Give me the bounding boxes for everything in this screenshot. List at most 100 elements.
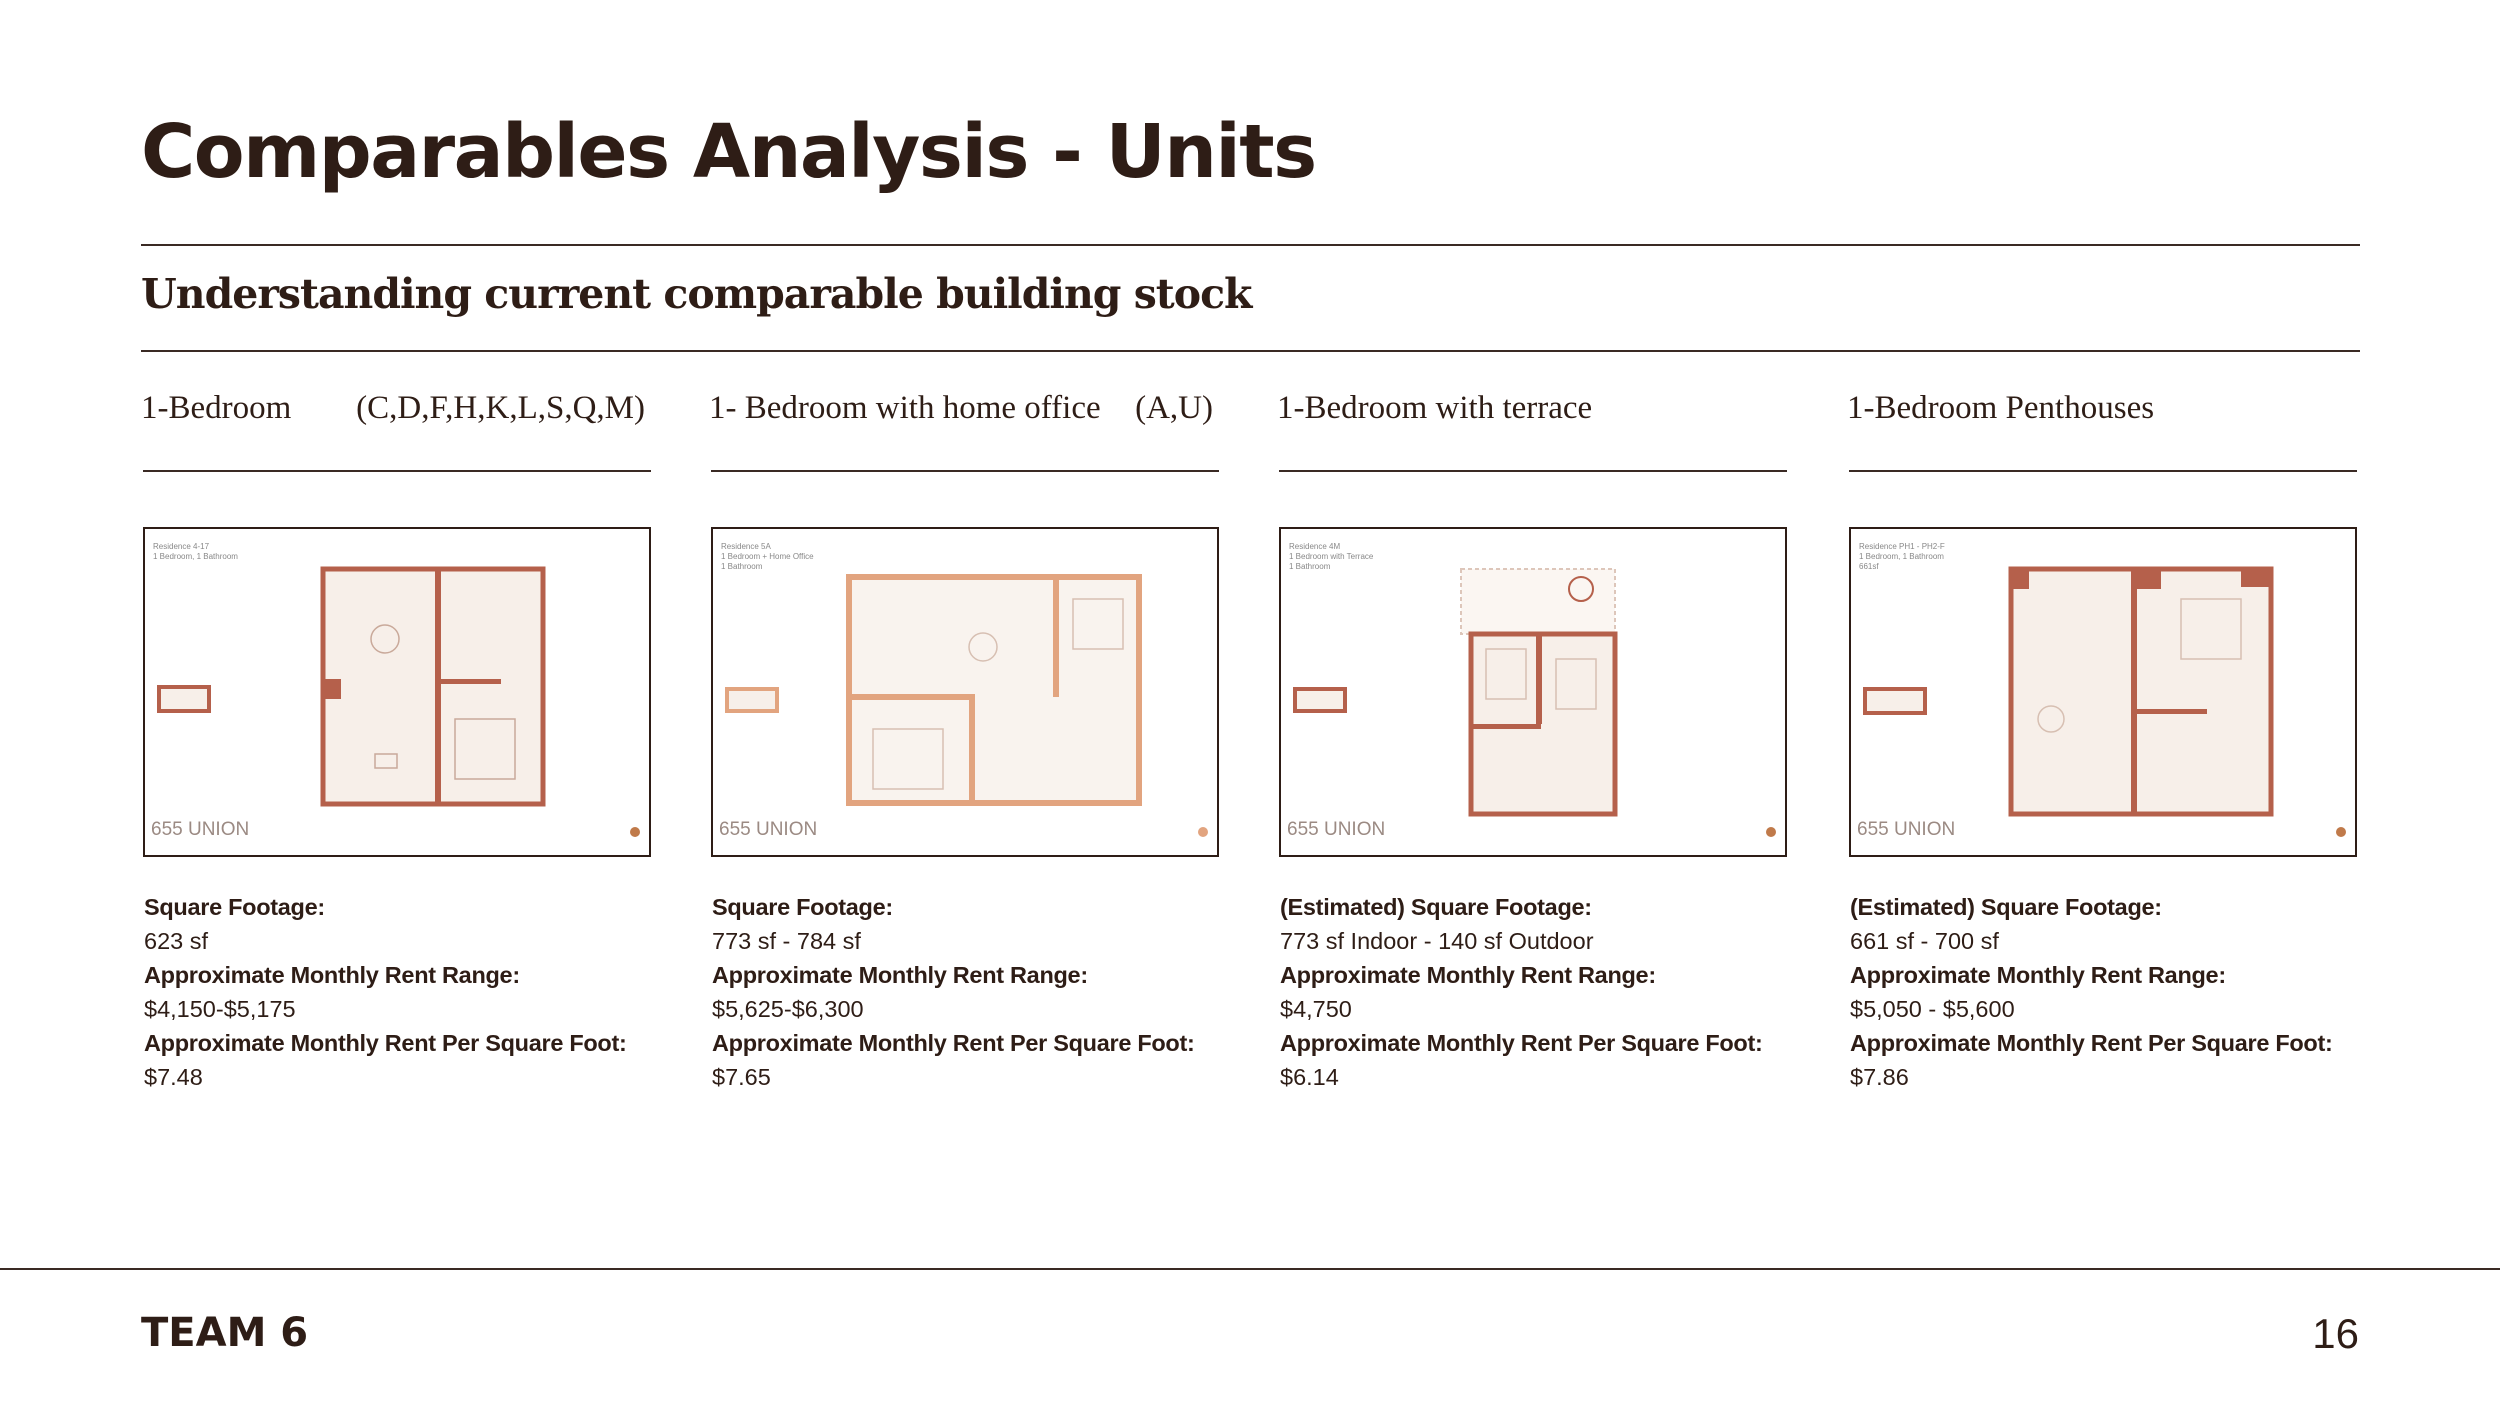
keyplan-icon — [157, 685, 211, 713]
brand-mark-icon — [2336, 827, 2346, 837]
plan-size-label: 1 Bathroom — [1289, 562, 1331, 571]
column-divider — [143, 470, 651, 472]
plan-size-label: 1 Bathroom — [721, 562, 763, 571]
page-title: Comparables Analysis - Units — [141, 109, 1317, 195]
unit-type-label: 1- Bedroom with home office — [709, 390, 1101, 426]
plan-wall — [2137, 709, 2207, 714]
plan-outline — [320, 566, 546, 807]
detail-value: $7.65 — [712, 1064, 771, 1090]
floor-plan-drawing: Residence 4-17 1 Bedroom, 1 Bathroom 655… — [151, 542, 640, 840]
plan-wall — [2131, 569, 2161, 589]
plan-residence-label: Residence 4-17 — [153, 542, 210, 551]
subtitle-divider — [141, 350, 2360, 352]
plan-brand-logo: 655 UNION — [719, 819, 817, 840]
plan-description-label: 1 Bedroom, 1 Bathroom — [153, 552, 238, 561]
plan-wall — [969, 694, 975, 803]
detail-value: $7.86 — [1850, 1064, 1909, 1090]
detail-label: Approximate Monthly Rent Per Square Foot… — [1280, 1030, 1763, 1056]
plan-residence-label: Residence 5A — [721, 542, 771, 551]
column-divider — [1849, 470, 2357, 472]
unit-codes-label: (C,D,F,H,K,L,S,Q,M) — [356, 390, 645, 426]
column-divider — [1279, 470, 1787, 472]
unit-column-penthouse: 1-Bedroom Penthouses Residence PH1 - PH2… — [1847, 0, 2357, 1150]
plan-residence-label: Residence 4M — [1289, 542, 1340, 551]
floor-plan-image: Residence PH1 - PH2-F 1 Bedroom, 1 Bathr… — [1849, 527, 2357, 857]
detail-label: Approximate Monthly Rent Range: — [712, 962, 1088, 988]
detail-value: $5,050 - $5,600 — [1850, 996, 2015, 1022]
plan-outline — [846, 574, 1142, 806]
brand-mark-icon — [1198, 827, 1208, 837]
detail-label: Approximate Monthly Rent Range: — [144, 962, 520, 988]
detail-value: 773 sf Indoor - 140 sf Outdoor — [1280, 928, 1594, 954]
plan-wall — [441, 679, 501, 684]
plan-wall — [1471, 724, 1541, 729]
floor-plan-image: Residence 5A 1 Bedroom + Home Office 1 B… — [711, 527, 1219, 857]
detail-value: $6.14 — [1280, 1064, 1339, 1090]
detail-value: $7.48 — [144, 1064, 203, 1090]
detail-label: Approximate Monthly Rent Per Square Foot… — [712, 1030, 1195, 1056]
plan-furniture — [374, 753, 398, 769]
detail-value: $4,750 — [1280, 996, 1352, 1022]
plan-furniture — [872, 728, 944, 790]
unit-type-label: 1-Bedroom Penthouses — [1847, 390, 2155, 426]
plan-wall — [1536, 634, 1542, 724]
column-divider — [711, 470, 1219, 472]
floor-plan-image: Residence 4-17 1 Bedroom, 1 Bathroom 655… — [143, 527, 651, 857]
detail-value: 773 sf - 784 sf — [712, 928, 861, 954]
plan-brand-logo: 655 UNION — [151, 819, 249, 840]
plan-furniture — [1568, 576, 1594, 602]
column-heading: 1-Bedroom with terrace — [1277, 390, 1785, 427]
keyplan-icon — [725, 687, 779, 713]
detail-label: Approximate Monthly Rent Range: — [1850, 962, 2226, 988]
plan-wall — [2241, 569, 2271, 587]
plan-description-label: 1 Bedroom, 1 Bathroom — [1859, 552, 1944, 561]
plan-brand-logo: 655 UNION — [1857, 819, 1955, 840]
plan-furniture — [2037, 705, 2065, 733]
plan-wall — [2131, 569, 2137, 814]
detail-value: 661 sf - 700 sf — [1850, 928, 1999, 954]
floor-plan-drawing: Residence PH1 - PH2-F 1 Bedroom, 1 Bathr… — [1857, 542, 2346, 840]
keyplan-icon — [1293, 687, 1347, 713]
unit-codes-label: (A,U) — [1135, 390, 1213, 426]
detail-value: $4,150-$5,175 — [144, 996, 296, 1022]
detail-label: Approximate Monthly Rent Per Square Foot… — [144, 1030, 627, 1056]
plan-wall — [1053, 577, 1059, 697]
detail-label: Square Footage: — [144, 894, 325, 920]
footer-divider — [0, 1268, 2500, 1270]
unit-details: (Estimated) Square Footage: 661 sf - 700… — [1850, 890, 2360, 1094]
plan-wall — [849, 694, 969, 700]
plan-wall — [2011, 569, 2029, 589]
floor-plan-image: Residence 4M 1 Bedroom with Terrace 1 Ba… — [1279, 527, 1787, 857]
detail-label: (Estimated) Square Footage: — [1280, 894, 1592, 920]
detail-value: 623 sf — [144, 928, 209, 954]
plan-furniture — [2180, 598, 2242, 660]
keyplan-icon — [1863, 687, 1927, 715]
plan-size-label: 661sf — [1859, 562, 1879, 571]
page-number: 16 — [2312, 1310, 2359, 1357]
detail-label: Approximate Monthly Rent Per Square Foot… — [1850, 1030, 2333, 1056]
column-heading: 1- Bedroom with home office (A,U) — [709, 390, 1217, 427]
plan-wall — [435, 569, 441, 804]
unit-details: Square Footage: 773 sf - 784 sf Approxim… — [712, 890, 1222, 1094]
column-heading: 1-Bedroom Penthouses — [1847, 390, 2355, 427]
floor-plan-drawing: Residence 4M 1 Bedroom with Terrace 1 Ba… — [1287, 542, 1776, 840]
page-subtitle: Understanding current comparable buildin… — [141, 270, 1252, 318]
plan-furniture — [1072, 598, 1124, 650]
detail-label: Approximate Monthly Rent Range: — [1280, 962, 1656, 988]
unit-details: (Estimated) Square Footage: 773 sf Indoo… — [1280, 890, 1790, 1094]
plan-description-label: 1 Bedroom + Home Office — [721, 552, 814, 561]
team-label: TEAM 6 — [141, 1310, 309, 1356]
detail-label: Square Footage: — [712, 894, 893, 920]
unit-type-label: 1-Bedroom with terrace — [1277, 390, 1593, 426]
plan-furniture — [1555, 658, 1597, 710]
plan-brand-logo: 655 UNION — [1287, 819, 1385, 840]
detail-label: (Estimated) Square Footage: — [1850, 894, 2162, 920]
plan-furniture — [968, 632, 998, 662]
floor-plan-drawing: Residence 5A 1 Bedroom + Home Office 1 B… — [719, 542, 1208, 840]
unit-details: Square Footage: 623 sf Approximate Month… — [144, 890, 654, 1094]
brand-mark-icon — [1766, 827, 1776, 837]
plan-furniture — [1485, 648, 1527, 700]
terrace-area — [1460, 568, 1616, 635]
title-divider — [141, 244, 2360, 246]
unit-column-terrace: 1-Bedroom with terrace Residence 4M 1 Be… — [1277, 0, 1787, 1150]
